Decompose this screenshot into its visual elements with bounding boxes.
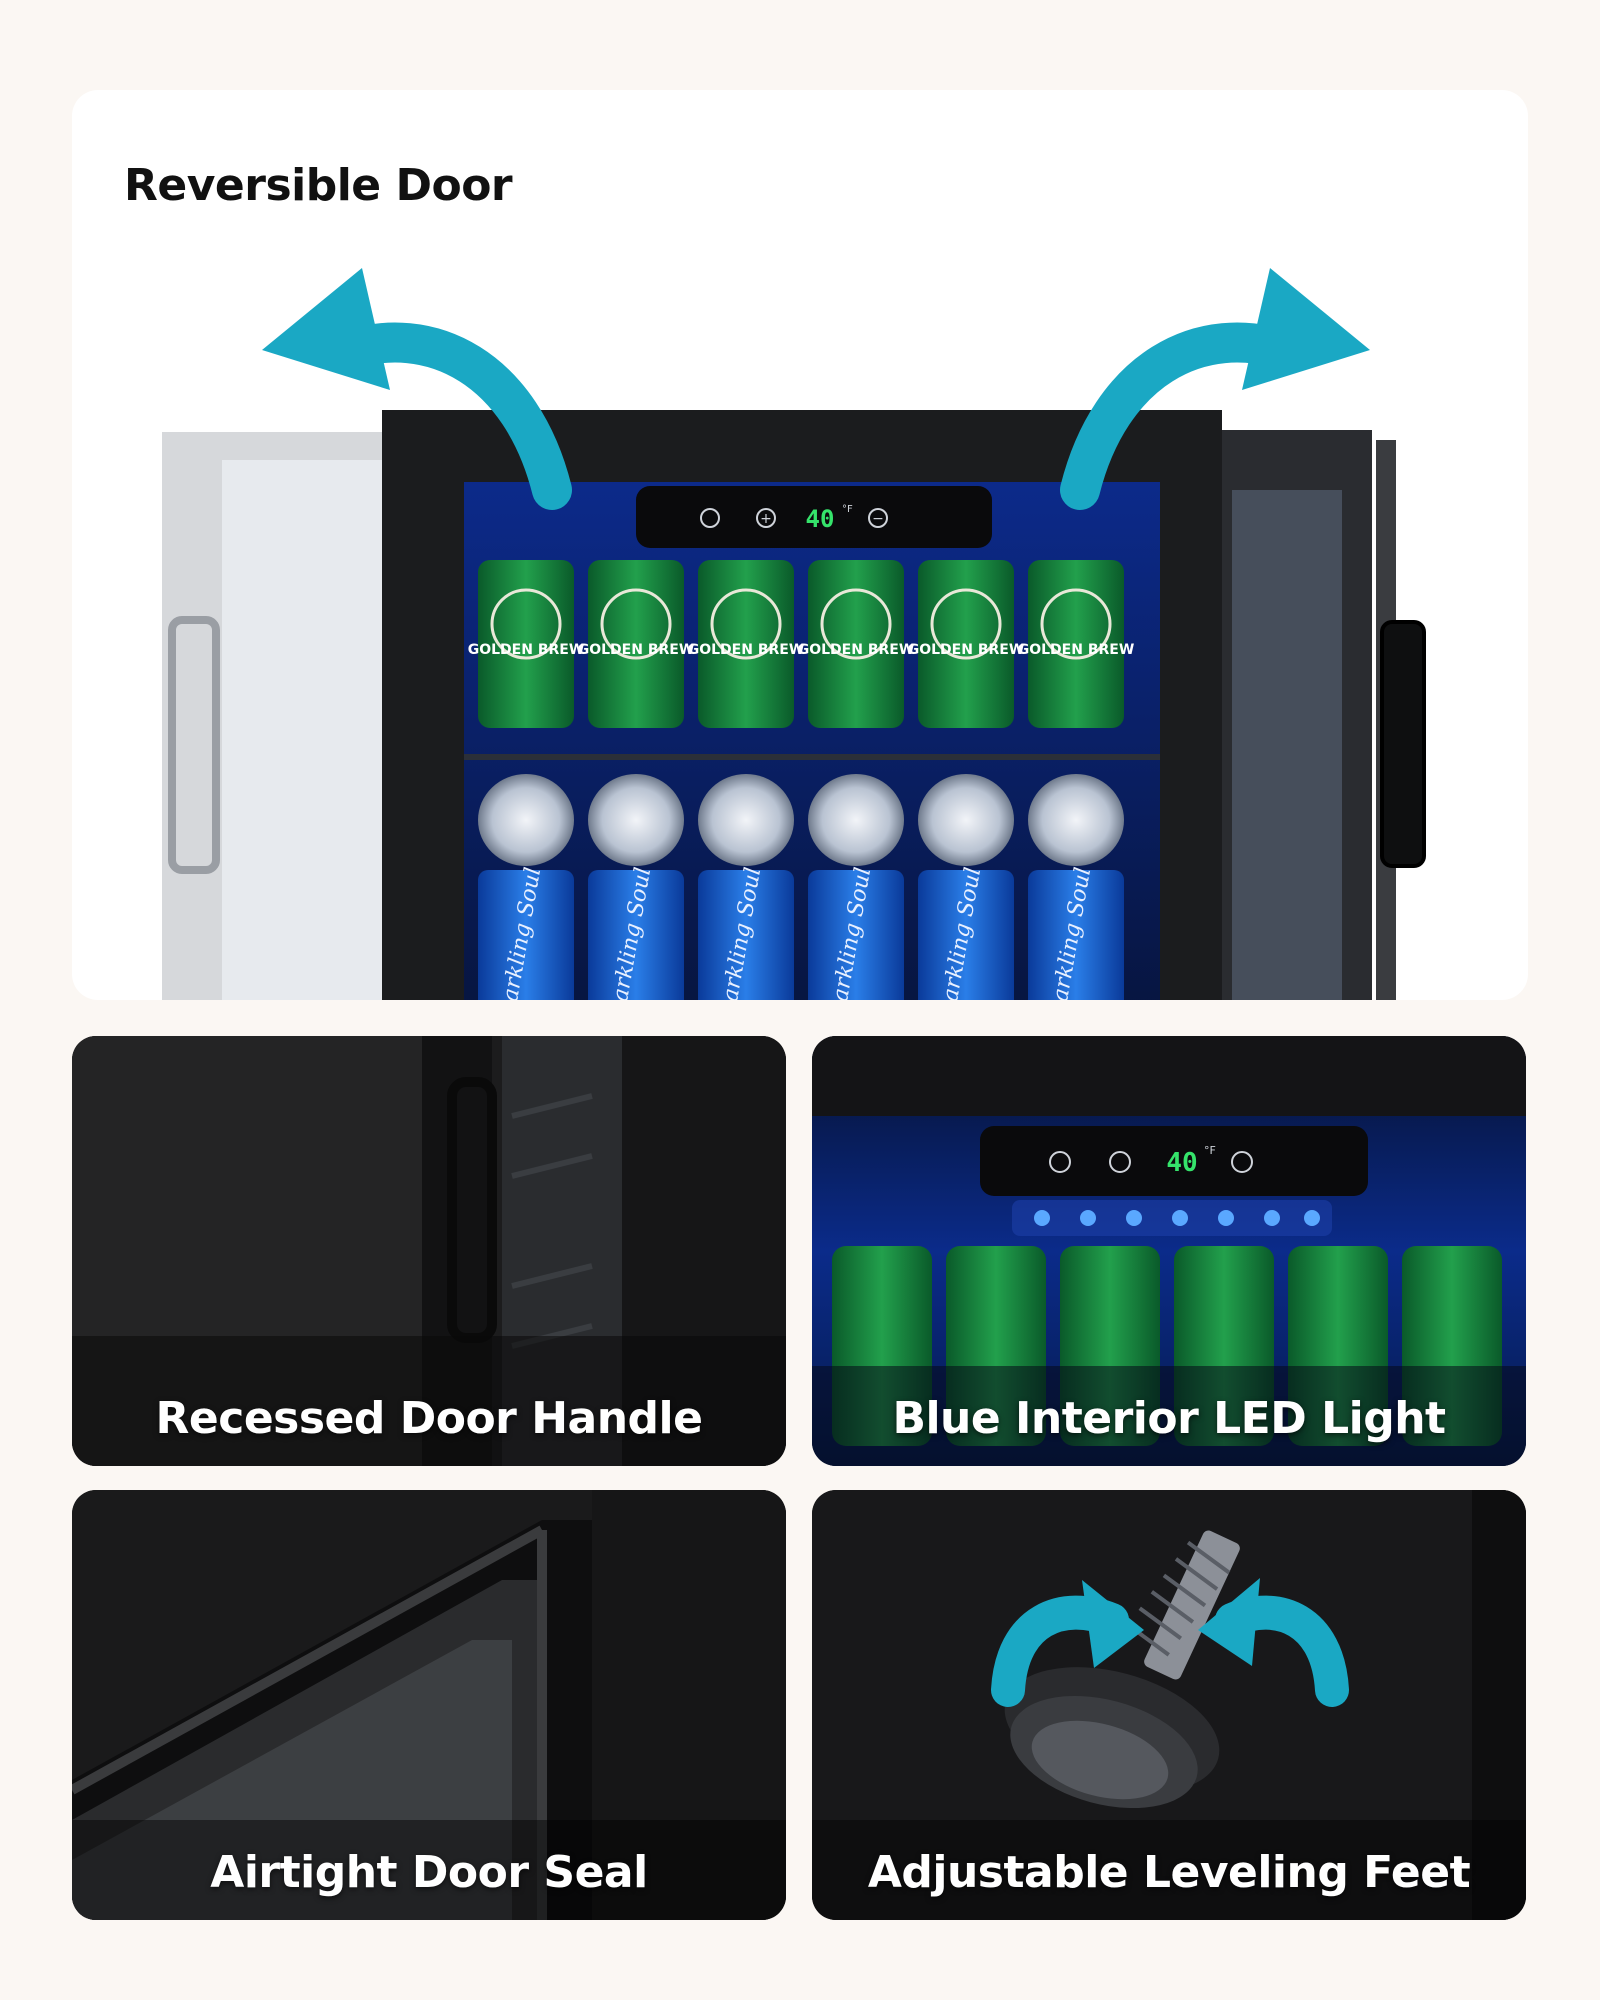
feature-caption: Airtight Door Seal	[210, 1847, 648, 1898]
temperature-unit: °F	[842, 504, 853, 515]
blue-can-lid-row	[478, 774, 1124, 866]
led-light-closeup: 40 °F	[812, 1036, 1526, 1466]
svg-text:40: 40	[1166, 1148, 1197, 1178]
svg-text:GOLDEN BREW: GOLDEN BREW	[798, 642, 915, 658]
svg-text:GOLDEN BREW: GOLDEN BREW	[468, 642, 585, 658]
can-lid	[588, 774, 684, 866]
gasket-edge	[72, 1525, 545, 1795]
svg-text:GOLDEN BREW: GOLDEN BREW	[908, 642, 1025, 658]
temperature-readout: 40	[806, 505, 835, 533]
right-door-handle	[1380, 620, 1426, 868]
blue-can	[478, 870, 574, 1000]
feature-caption: Recessed Door Handle	[155, 1393, 703, 1444]
light-icon	[700, 508, 720, 528]
left-handle-ghost	[168, 616, 220, 874]
svg-text:GOLDEN BREW: GOLDEN BREW	[1018, 642, 1135, 658]
can-lid	[1028, 774, 1124, 866]
can-lid	[808, 774, 904, 866]
blue-can	[1028, 870, 1124, 1000]
fridge-front-illustration: + 40 °F − GOLDEN BREW GOLDEN BREW GOLDEN…	[162, 268, 1426, 1000]
door-handle-closeup	[72, 1036, 786, 1466]
plus-icon	[1109, 1151, 1131, 1173]
reversible-door-panel: + 40 °F − GOLDEN BREW GOLDEN BREW GOLDEN…	[72, 90, 1528, 1000]
blue-can	[918, 870, 1014, 1000]
door-seal-closeup	[72, 1490, 786, 1920]
reversible-arrow-left-icon	[262, 268, 572, 510]
feature-tile-leveling-feet: Adjustable Leveling Feet	[812, 1490, 1526, 1920]
svg-text:GOLDEN BREW: GOLDEN BREW	[578, 642, 695, 658]
svg-text:−: −	[872, 511, 884, 527]
light-icon	[1049, 1151, 1071, 1173]
can-lid	[918, 774, 1014, 866]
feature-caption: Blue Interior LED Light	[892, 1393, 1446, 1444]
leveling-foot	[1004, 1667, 1220, 1809]
threaded-screw	[1126, 1530, 1240, 1680]
svg-text:GOLDEN BREW: GOLDEN BREW	[688, 642, 805, 658]
reversible-door-title: Reversible Door	[124, 160, 513, 211]
rotate-arrow-right-icon	[1198, 1578, 1349, 1707]
control-panel	[636, 486, 992, 548]
rotate-arrow-left-icon	[991, 1580, 1144, 1707]
minus-icon	[868, 508, 888, 528]
blue-can-row: Sparkling Soul Sparkling Soul Sparkling …	[478, 865, 1124, 1000]
can-lid	[478, 774, 574, 866]
plus-icon	[756, 508, 776, 528]
minus-icon	[1231, 1151, 1253, 1173]
leveling-feet-closeup	[812, 1490, 1526, 1920]
feature-tile-led-light: 40 °F Blue Interior LED Light	[812, 1036, 1526, 1466]
green-can-row: GOLDEN BREW GOLDEN BREW GOLDEN BREW GOLD…	[468, 560, 1135, 728]
svg-text:°F: °F	[1204, 1144, 1216, 1157]
wire-shelf	[464, 754, 1160, 760]
feature-tile-door-seal: Airtight Door Seal	[72, 1490, 786, 1920]
control-panel	[980, 1126, 1368, 1196]
can-lid	[698, 774, 794, 866]
blue-can	[588, 870, 684, 1000]
feature-tile-recessed-handle: Recessed Door Handle	[72, 1036, 786, 1466]
svg-text:+: +	[760, 511, 772, 527]
blue-can	[698, 870, 794, 1000]
reversible-arrow-right-icon	[1060, 268, 1370, 510]
blue-can	[808, 870, 904, 1000]
feature-caption: Adjustable Leveling Feet	[867, 1847, 1471, 1898]
